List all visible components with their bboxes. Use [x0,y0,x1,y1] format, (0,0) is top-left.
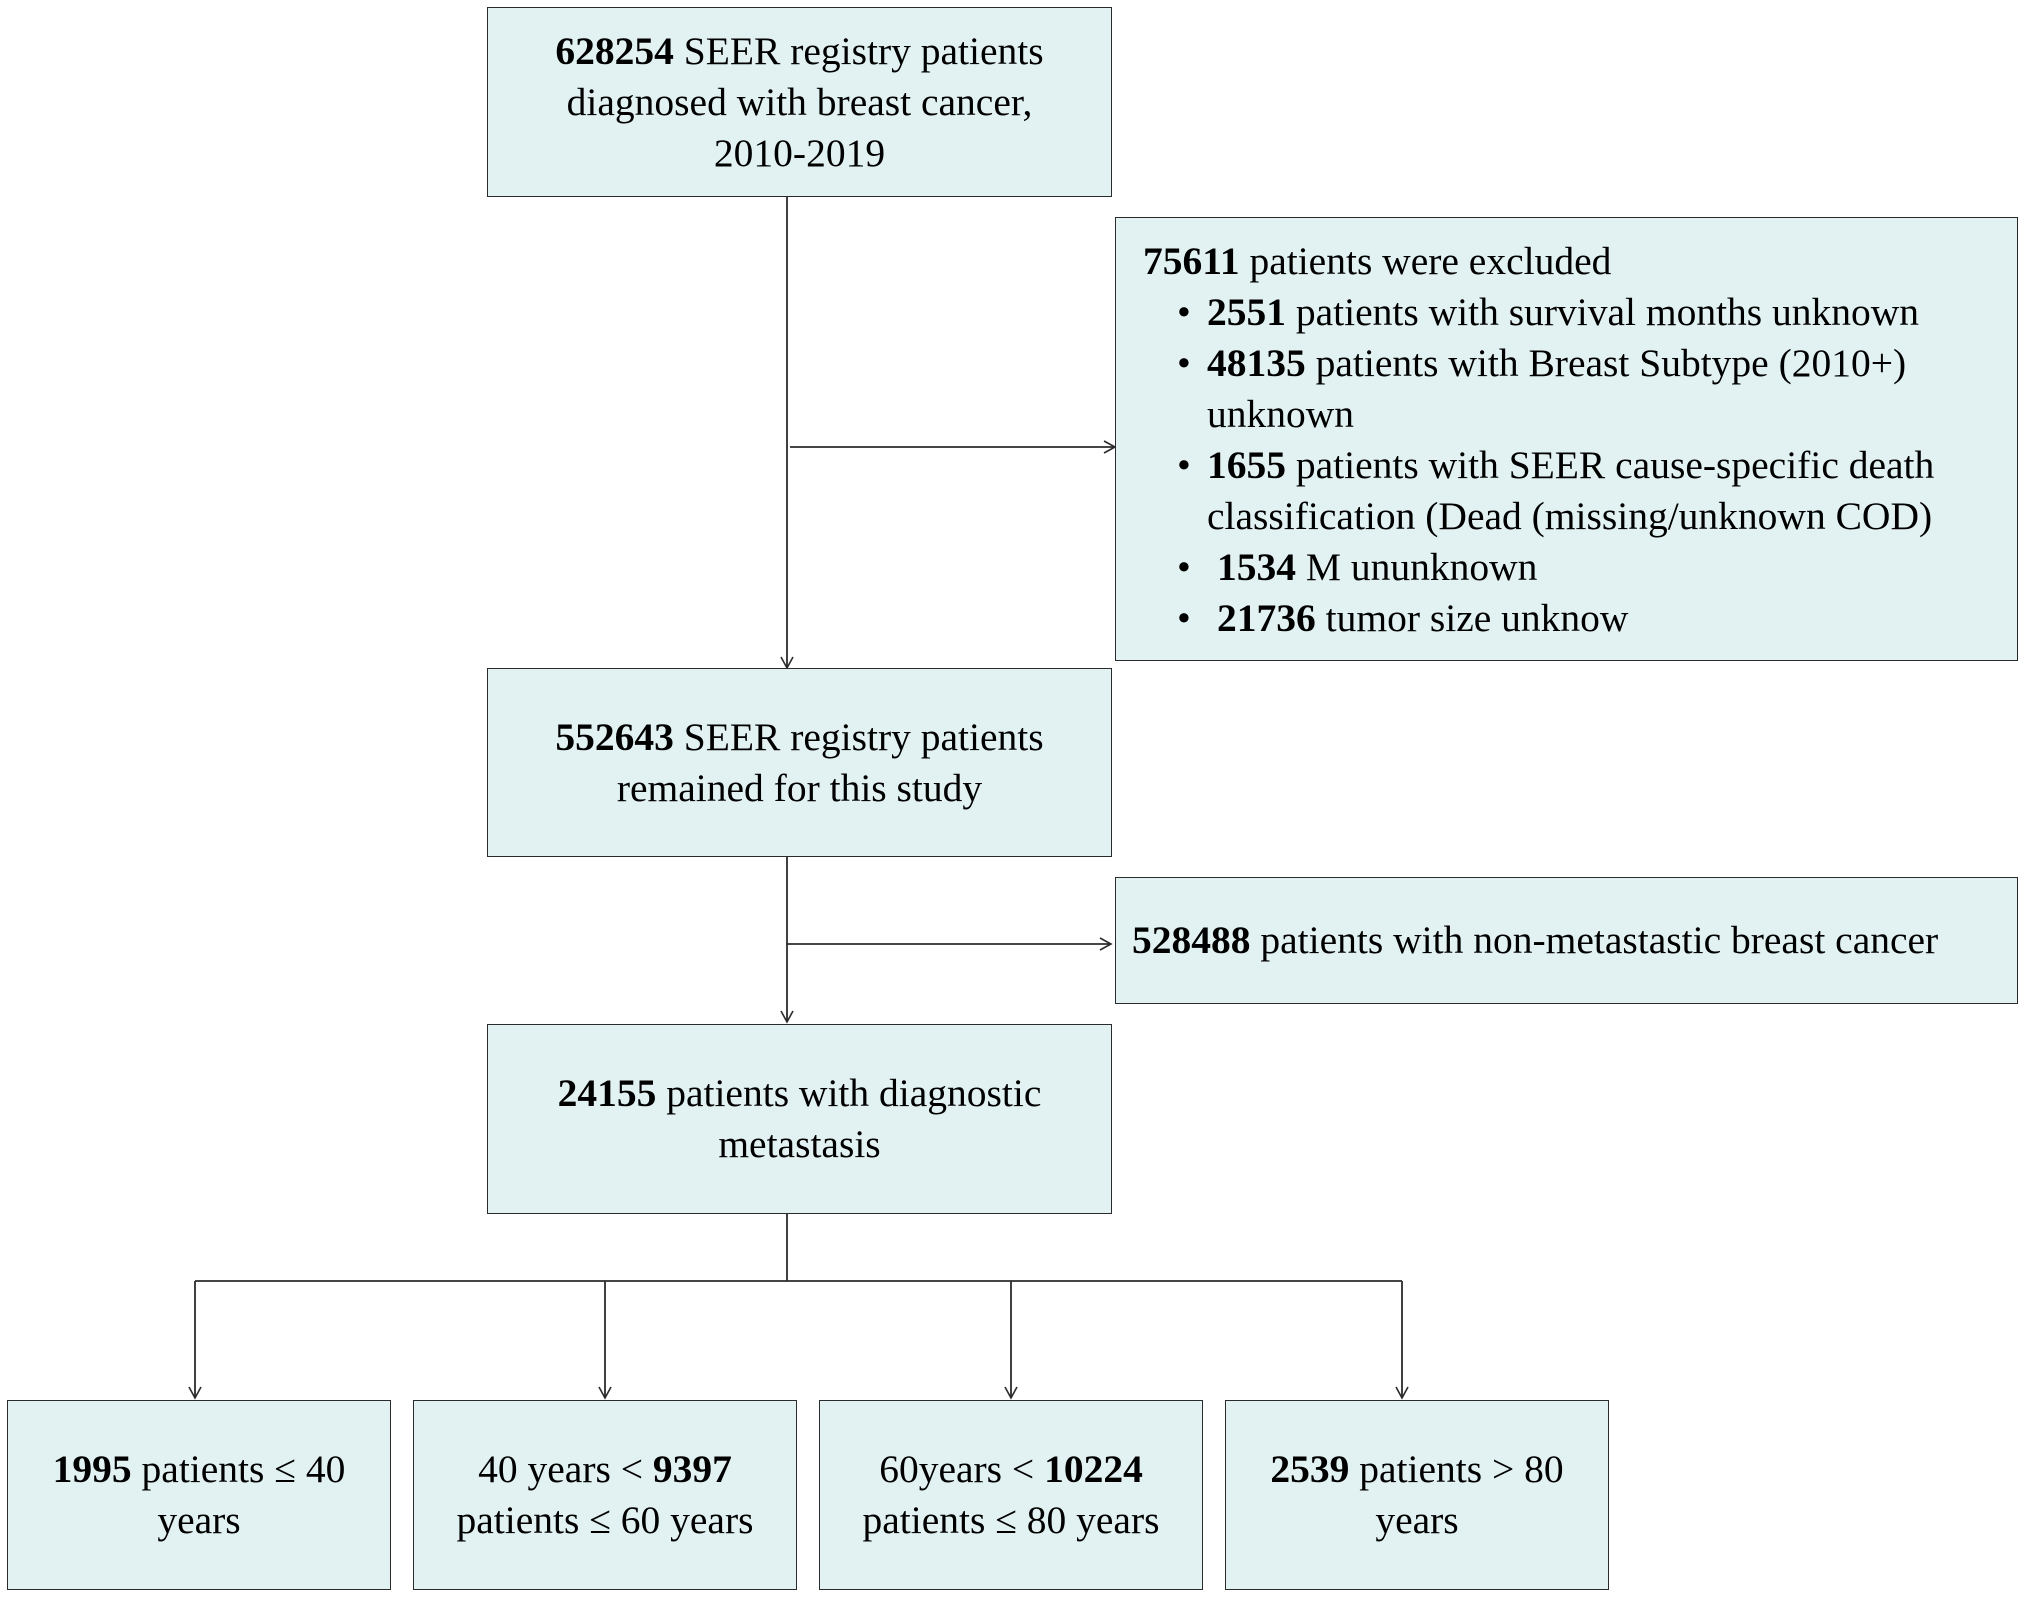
box-age-under-40: 1995 patients ≤ 40 years [7,1400,391,1590]
bullet-icon: • [1177,290,1191,334]
exclusion-item-tumor-size: • 21736 tumor size unknow [1143,593,2017,644]
box-age-60-80: 60years < 10224 patients ≤ 80 years [819,1400,1203,1590]
total-line-2: diagnosed with breast cancer, [566,79,1033,124]
exclusion-item-cause-of-death: • 1655 patients with SEER cause-specific… [1143,440,2017,542]
box-age-40-60: 40 years < 9397 patients ≤ 60 years [413,1400,797,1590]
box-total-patients: 628254 SEER registry patients diagnosed … [487,7,1112,197]
exclusion-item-subtype: • 48135 patients with Breast Subtype (20… [1143,338,2017,440]
exclusion-list: • 2551 patients with survival months unk… [1143,287,2017,644]
remained-line-2: remained for this study [616,765,983,810]
excluded-title: 75611 patients were excluded [1143,239,1612,283]
bullet-icon: • [1177,596,1191,640]
box-remained-patients: 552643 SEER registry patients remained f… [487,668,1112,857]
non-metastatic-text: 528488 patients with non-metastastic bre… [1132,918,1939,962]
box-metastasis: 24155 patients with diagnostic metastasi… [487,1024,1112,1214]
exclusion-item-survival: • 2551 patients with survival months unk… [1143,287,2017,338]
bullet-icon: • [1177,545,1191,589]
metastasis-line-2: metastasis [718,1122,881,1166]
total-count: 628254 [555,28,674,73]
total-line-3: 2010-2019 [713,130,886,175]
remained-line-1: 552643 SEER registry patients [555,714,1044,759]
box-non-metastatic: 528488 patients with non-metastastic bre… [1115,877,2018,1004]
box-age-over-80: 2539 patients > 80 years [1225,1400,1609,1590]
metastasis-line-1: 24155 patients with diagnostic [557,1071,1042,1115]
total-line-1: 628254 SEER registry patients [555,28,1044,73]
bullet-icon: • [1177,443,1191,487]
box-excluded: 75611 patients were excluded • 2551 pati… [1115,217,2018,661]
exclusion-item-m-unknown: • 1534 M ununknown [1143,542,2017,593]
bullet-icon: • [1177,341,1191,385]
